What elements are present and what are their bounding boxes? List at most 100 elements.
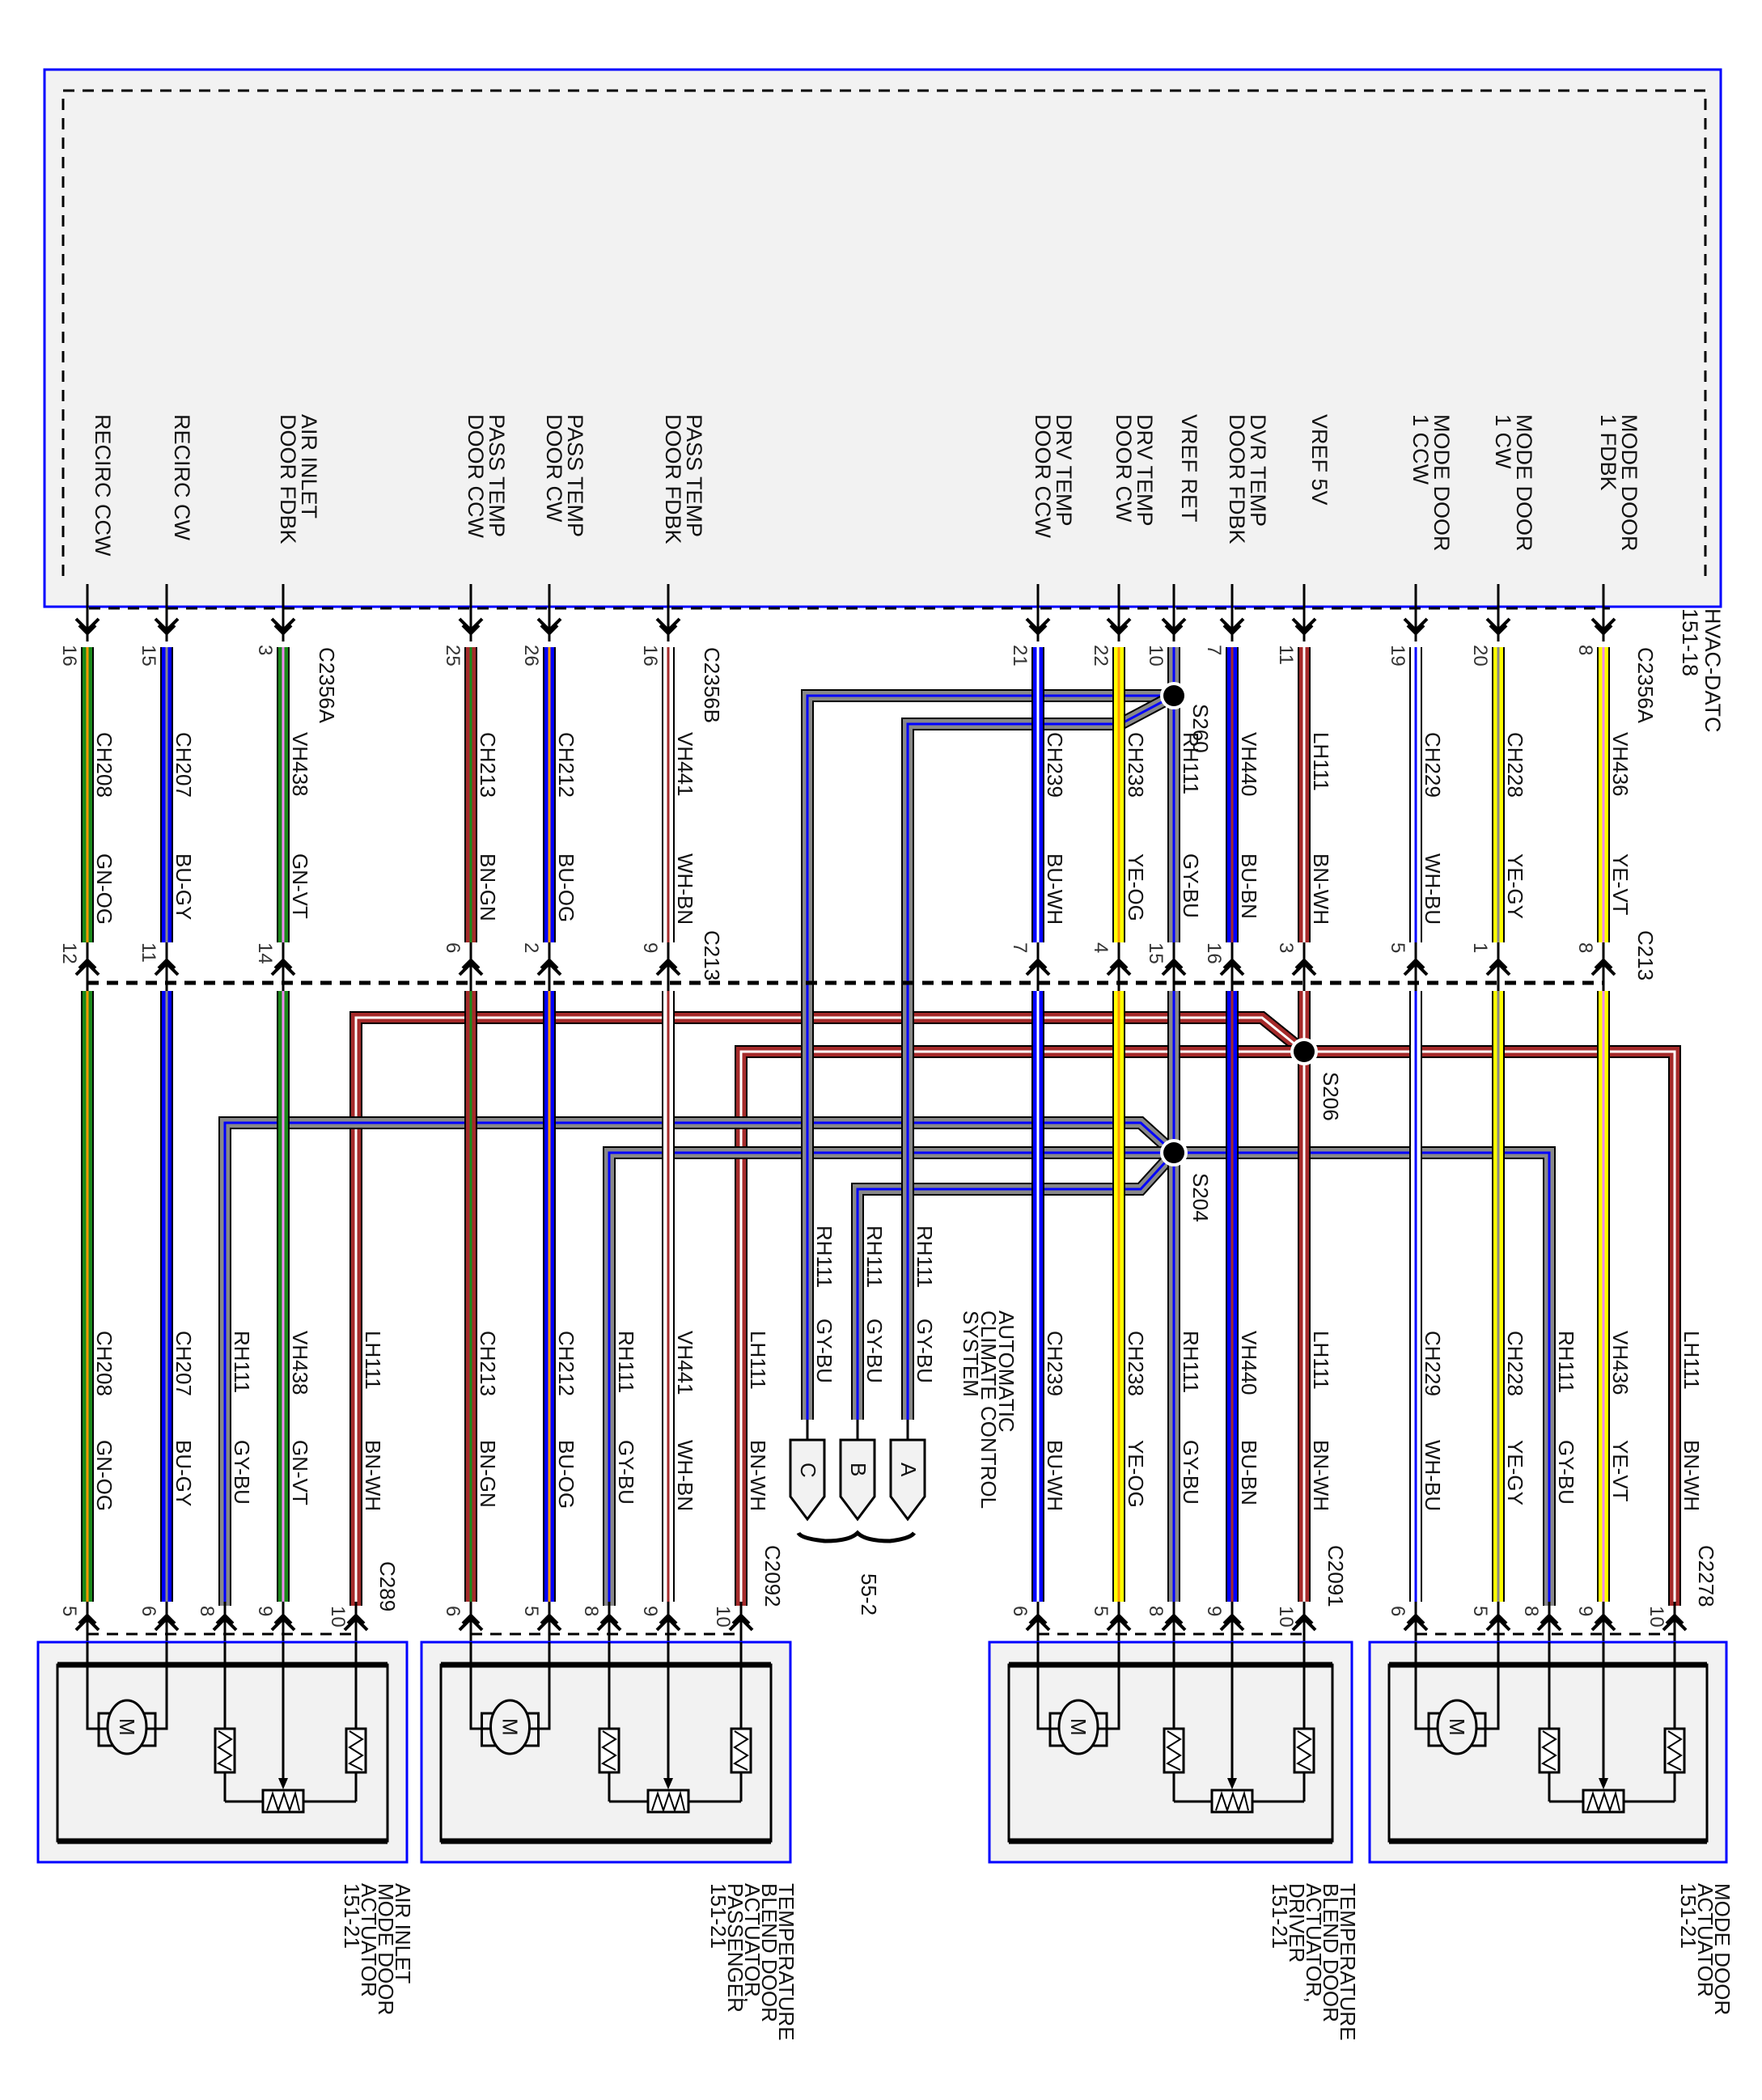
module-pin-number: 25: [442, 645, 464, 667]
acc-terminal-label: A: [896, 1463, 921, 1477]
module-pin-label: AIR INLET: [297, 414, 321, 519]
connector-terminal-icon: [536, 1607, 562, 1636]
module-pin-label: DOOR CCW: [1031, 414, 1055, 538]
connector-terminal-icon: [1025, 1607, 1051, 1636]
wire-color-label: BU-WH: [1043, 853, 1067, 925]
connector-c2278: C2278: [1694, 1545, 1718, 1607]
acc-circuit-label: RH111: [913, 1226, 937, 1288]
splice-s204-label: S204: [1188, 1173, 1213, 1222]
actuator-pin-number: 10: [327, 1606, 349, 1628]
wire-color-label: GY-BU: [614, 1440, 638, 1505]
wire-stripe: [354, 1016, 1305, 1606]
connector-terminal-icon: [458, 952, 484, 981]
circuit-label: CH239: [1043, 732, 1067, 798]
circuit-label: RH111: [1179, 732, 1203, 794]
wire-color-label: BU-GY: [172, 853, 196, 920]
actuator-label: 151-21: [340, 1883, 364, 1949]
actuator-label: 151-21: [706, 1883, 731, 1949]
acc-circuit-label: RH111: [862, 1226, 887, 1288]
motor-icon: [106, 1699, 148, 1755]
connector-terminal-icon: [1291, 1607, 1317, 1636]
wire-stripe: [223, 1121, 1175, 1606]
module-pin-label: DRV TEMP: [1052, 414, 1076, 527]
circuit-label: CH212: [554, 1331, 578, 1396]
c213-pin-number: 1: [1469, 942, 1491, 953]
actuator-pin-number: 8: [1145, 1606, 1167, 1616]
module-pin-label: DOOR FDBK: [276, 414, 300, 544]
connector-terminal-icon: [655, 1607, 681, 1636]
connector-c2092: C2092: [760, 1545, 785, 1607]
actuator-pin-number: 10: [712, 1606, 734, 1628]
c213-pin-number: 3: [1275, 942, 1297, 953]
connector-c289: C289: [375, 1561, 400, 1611]
circuit-label: CH207: [172, 732, 196, 798]
actuator-pin-number: 9: [1203, 1606, 1225, 1616]
actuator-label: PASSENGER: [723, 1883, 748, 2013]
connector-terminal-icon: [270, 1607, 296, 1636]
harness-rh111-air-inlet: [218, 1116, 1179, 1606]
actuator-label: ACTUATOR: [357, 1883, 381, 1997]
module-pin-label: RECIRC CCW: [91, 414, 115, 557]
actuator-label: MODE DOOR: [374, 1883, 398, 2015]
module-pin-label: RECIRC CW: [170, 414, 194, 541]
connector-terminal-icon: [1590, 612, 1616, 641]
module-pin-number: 7: [1203, 645, 1225, 655]
module-pin-number: 8: [1574, 645, 1596, 655]
module-pin-label: PASS TEMP: [563, 414, 587, 537]
splice-s206-label: S206: [1319, 1072, 1343, 1121]
actuator-label: 151-21: [1676, 1883, 1701, 1949]
wire-color-label: GY-BU: [1179, 853, 1203, 918]
connector-terminal-icon: [1485, 1607, 1511, 1636]
circuit-label: VH441: [673, 1331, 697, 1395]
module-pin-label: VREF RET: [1177, 414, 1201, 523]
acc-color-label: GY-BU: [862, 1319, 887, 1383]
wire-color-label: WH-BN: [673, 1440, 697, 1511]
actuator-pin-number: 9: [639, 1606, 661, 1616]
motor-symbol: M: [498, 1718, 523, 1736]
module-pin-label: DRV TEMP: [1133, 414, 1157, 527]
wire-stripe: [906, 694, 1175, 1420]
wire-stripe: [1304, 1050, 1676, 1606]
circuit-label: CH213: [476, 732, 500, 798]
splice-s260-icon: [1163, 685, 1184, 706]
splice-s206-icon: [1294, 1041, 1315, 1062]
wiper-arrow-icon: [1227, 1778, 1237, 1789]
connector-terminal-icon: [1403, 952, 1429, 981]
wire-color-label: BU-OG: [554, 853, 578, 922]
c213-pin-number: 15: [1145, 942, 1167, 964]
module-pin-number: 20: [1469, 645, 1491, 667]
splice-s204-icon: [1163, 1142, 1184, 1163]
wire-color-label: GN-OG: [92, 1440, 116, 1511]
connector-terminal-icon: [596, 1607, 622, 1636]
connector-terminal-icon: [1025, 952, 1051, 981]
module-pin-number: 16: [58, 645, 80, 667]
acc-terminal-a: [889, 1438, 926, 1522]
actuator-pin-number: 5: [520, 1606, 542, 1616]
connector-terminal-icon: [270, 612, 296, 641]
actuator-label: 151-21: [1268, 1883, 1292, 1949]
module-pin-number: 10: [1145, 645, 1167, 667]
connector-terminal-icon: [536, 612, 562, 641]
harness-rh111-acc-b: [851, 1148, 1179, 1420]
circuit-label: LH111: [1309, 732, 1333, 791]
acc-circuit-label: RH111: [812, 1226, 837, 1288]
wire-color-label: GY-BU: [1179, 1440, 1203, 1505]
connector-c2091: C2091: [1324, 1545, 1348, 1607]
wire-color-label: GN-OG: [92, 853, 116, 925]
wire-color-label: WH-BU: [1421, 1440, 1445, 1511]
connector-terminal-icon: [212, 1607, 238, 1636]
connector-terminal-icon: [1106, 612, 1132, 641]
wire-color-label: YE-VT: [1608, 853, 1633, 916]
module-pin-label: 1 CW: [1491, 414, 1515, 469]
acc-terminal-c: [789, 1438, 826, 1522]
wiper-arrow-icon: [663, 1778, 673, 1789]
actuator-label: BLEND DOOR: [757, 1883, 781, 2022]
circuit-label: VH438: [288, 1331, 312, 1395]
wire-color-label: YE-GY: [1503, 1440, 1527, 1505]
circuit-label: VH438: [288, 732, 312, 797]
circuit-label: CH228: [1503, 1331, 1527, 1396]
wire-color-label: BN-WH: [1309, 1440, 1333, 1511]
circuit-label: CH208: [92, 1331, 116, 1396]
acc-terminal-label: C: [796, 1463, 820, 1478]
connector-terminal-icon: [458, 1607, 484, 1636]
